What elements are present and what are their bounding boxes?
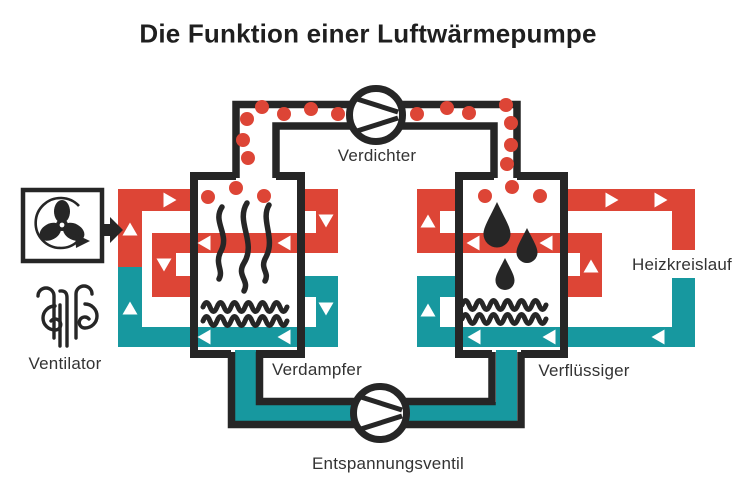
fan-icon: [20, 187, 123, 264]
label-verfluessiger: Verflüssiger: [538, 361, 630, 380]
page-title: Die Funktion einer Luftwärmepumpe: [139, 18, 597, 49]
condenser-box: [455, 172, 568, 358]
crossing-bands: [118, 233, 695, 347]
water-wave-icon-condenser: [459, 298, 549, 326]
airflow-icon: [36, 284, 99, 348]
label-verdampfer: Verdampfer: [272, 360, 362, 379]
fan-outlet-arrow: [101, 217, 123, 243]
heat-squiggle-icon: [215, 200, 273, 294]
label-heizkreislauf: Heizkreislauf: [632, 255, 732, 274]
label-verdichter: Verdichter: [337, 146, 417, 165]
refrigerant-dots: [201, 98, 547, 204]
compressor-icon: [346, 85, 406, 145]
label-entspannungsventil: Entspannungsventil: [312, 454, 464, 473]
evaporator-box: [190, 172, 305, 358]
expansion-valve-icon: [350, 383, 410, 443]
water-wave-icon-evaporator: [200, 300, 290, 328]
water-drop-icon: [483, 202, 538, 290]
label-ventilator: Ventilator: [28, 354, 102, 373]
